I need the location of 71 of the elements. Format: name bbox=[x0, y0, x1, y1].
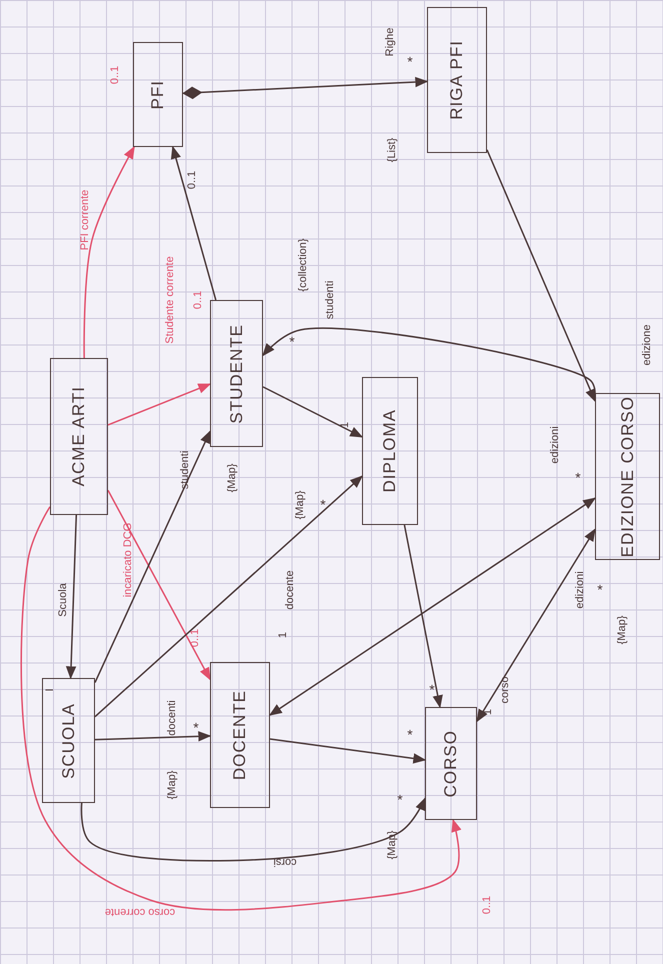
association-arrow bbox=[107, 490, 211, 681]
association-arrow bbox=[94, 430, 211, 683]
annotation-label: {collection} bbox=[296, 238, 310, 292]
class-name: EDIZIONE CORSO bbox=[618, 396, 638, 558]
annotation-label: docenti bbox=[166, 700, 178, 736]
annotation-label: 0..1 bbox=[480, 896, 494, 914]
annotation-label: * bbox=[407, 54, 413, 70]
annotation-label: 0..1 bbox=[192, 290, 204, 310]
association-arrow bbox=[94, 731, 212, 742]
association-arrow bbox=[170, 146, 217, 300]
annotation-label: {Map} bbox=[226, 464, 238, 492]
association-arrow bbox=[270, 738, 426, 764]
class-box bbox=[50, 358, 108, 515]
annotation-label: * bbox=[429, 682, 435, 698]
annotation-label: edizione bbox=[640, 324, 654, 366]
association-arrow bbox=[486, 149, 596, 402]
association-arrow bbox=[94, 475, 363, 718]
annotation-label: corsi bbox=[273, 856, 297, 868]
class-box bbox=[362, 377, 418, 525]
annotation-label: * bbox=[597, 582, 603, 598]
association-arrow bbox=[83, 146, 135, 358]
association-arrow bbox=[476, 528, 596, 722]
association-arrow bbox=[66, 514, 78, 680]
class-box bbox=[42, 678, 95, 803]
association-arrow bbox=[108, 383, 212, 426]
annotation-label: studenti bbox=[324, 280, 336, 320]
annotation-label: corso corrente bbox=[104, 906, 176, 918]
annotation-label: edizioni bbox=[574, 571, 586, 609]
class-name: DOCENTE bbox=[230, 690, 250, 780]
annotation-label: PFI corrente bbox=[78, 190, 92, 250]
annotation-label: incaricato DCG bbox=[122, 522, 134, 598]
annotation-label: Scuola bbox=[56, 583, 70, 617]
class-box bbox=[133, 42, 183, 147]
annotation-label: Studente corrente bbox=[164, 256, 176, 344]
association-arrow bbox=[262, 328, 596, 394]
annotation-label: Righe bbox=[384, 28, 396, 56]
class-box bbox=[427, 7, 487, 153]
annotation-label: * bbox=[397, 792, 403, 808]
annotation-label: 1 bbox=[276, 632, 290, 638]
class-name: RIGA PFI bbox=[447, 40, 467, 120]
class-name: PFI bbox=[148, 80, 168, 110]
association-arrow bbox=[268, 497, 596, 716]
annotation-label: {Map} bbox=[166, 770, 178, 800]
association-arrow bbox=[182, 76, 428, 100]
annotation-label: 0..1 bbox=[108, 66, 122, 84]
annotation-label: * bbox=[193, 720, 199, 736]
class-box bbox=[595, 393, 660, 560]
annotation-label: {Map} bbox=[294, 490, 306, 520]
annotation-label: {Map} bbox=[386, 830, 398, 860]
annotation-label: {Map} bbox=[616, 616, 628, 644]
class-name: ACME ARTI bbox=[69, 386, 89, 487]
annotation-label: * bbox=[407, 727, 413, 743]
class-box bbox=[210, 662, 270, 808]
annotation-label: * bbox=[289, 334, 295, 350]
annotation-label: edizioni bbox=[548, 426, 562, 464]
association-arrow bbox=[20, 506, 462, 911]
association-arrow bbox=[404, 524, 443, 708]
class-name: STUDENTE bbox=[226, 324, 246, 424]
annotation-label: 0..1 bbox=[186, 170, 198, 190]
association-arrow bbox=[80, 797, 426, 862]
association-arrow bbox=[262, 386, 364, 438]
annotation-label: * bbox=[575, 470, 581, 486]
annotation-label: * bbox=[320, 497, 326, 513]
class-box bbox=[425, 707, 477, 820]
annotation-label: {List} bbox=[386, 138, 398, 162]
class-name: SCUOLA bbox=[58, 702, 78, 778]
annotation-label: I bbox=[44, 688, 56, 692]
annotation-label: docente bbox=[284, 570, 296, 610]
class-box bbox=[210, 300, 263, 447]
class-name: CORSO bbox=[441, 730, 461, 798]
class-name: DIPLOMA bbox=[380, 409, 400, 493]
